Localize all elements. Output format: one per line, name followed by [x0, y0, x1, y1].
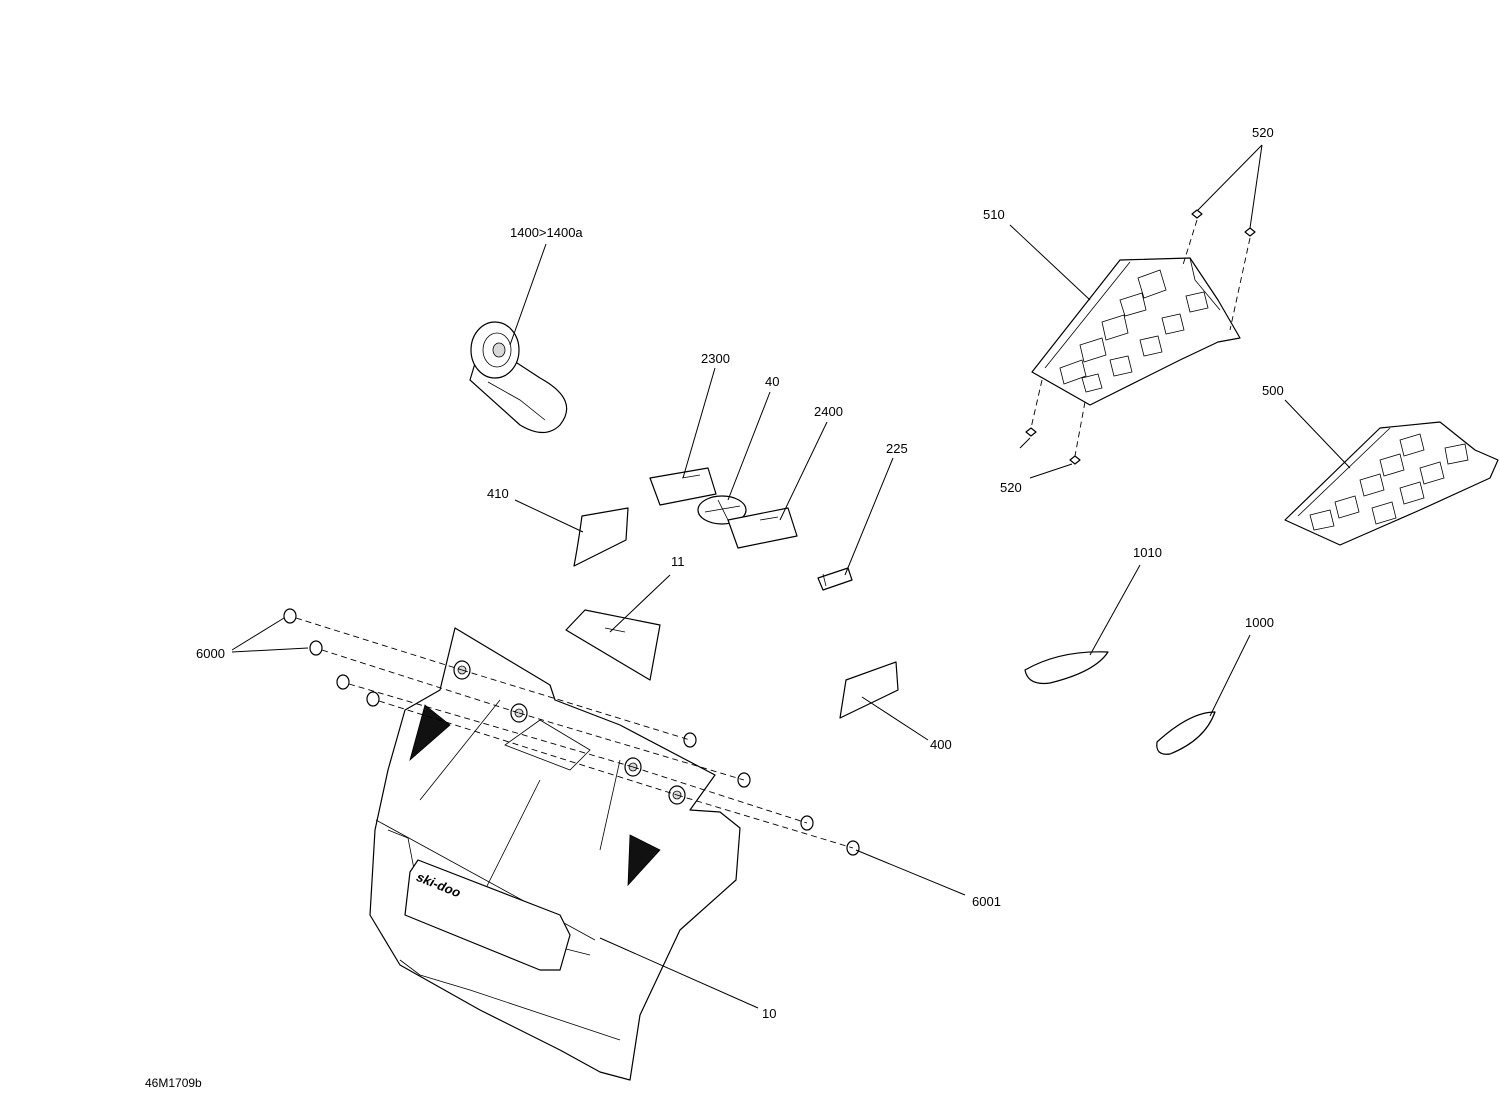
- callout-510: 510: [983, 207, 1005, 222]
- callout-520-bottom: 520: [1000, 480, 1022, 495]
- part-400-decal: [839, 661, 899, 719]
- footrest-510-cutouts: [1059, 269, 1209, 393]
- callout-400: 400: [930, 737, 952, 752]
- callout-1010: 1010: [1133, 545, 1162, 560]
- part-410-decal: [573, 507, 629, 567]
- part-6000-screws: [283, 608, 678, 796]
- part-1010-decal: [1024, 651, 1109, 685]
- callout-2300: 2300: [701, 351, 730, 366]
- callout-410: 410: [487, 486, 509, 501]
- part-2300-decal: [649, 467, 717, 506]
- callout-6001: 6001: [972, 894, 1001, 909]
- callout-1000: 1000: [1245, 615, 1274, 630]
- callout-6000: 6000: [196, 646, 225, 661]
- part-500-footrest: [1284, 421, 1499, 546]
- part-6001-washers: [461, 669, 860, 856]
- part-225-clip: [817, 567, 853, 591]
- part-510-footrest: [1031, 257, 1241, 406]
- part-40-round-decal: [697, 495, 747, 525]
- part-1000-decal: [1156, 711, 1216, 755]
- part-1400-roll: [469, 321, 568, 434]
- leader-lines: [231, 144, 1351, 1009]
- footrest-500-cutouts: [1309, 433, 1469, 531]
- part-520-fasteners: [1025, 209, 1256, 465]
- part-10-front-panel: ski-doo: [369, 627, 741, 1081]
- drawing-code: 46M1709b: [145, 1076, 202, 1090]
- callout-2400: 2400: [814, 404, 843, 419]
- callout-11: 11: [671, 554, 685, 569]
- part-11-label: [565, 609, 661, 681]
- part-2400-decal: [727, 507, 798, 549]
- callout-labels: 1400>1400a 2300 40 2400 225 410 11 6000 …: [145, 125, 1284, 1090]
- callout-520-top: 520: [1252, 125, 1274, 140]
- callout-1400: 1400>1400a: [510, 225, 583, 240]
- callout-40: 40: [765, 374, 779, 389]
- callout-500: 500: [1262, 383, 1284, 398]
- callout-10: 10: [762, 1006, 776, 1021]
- callout-225: 225: [886, 441, 908, 456]
